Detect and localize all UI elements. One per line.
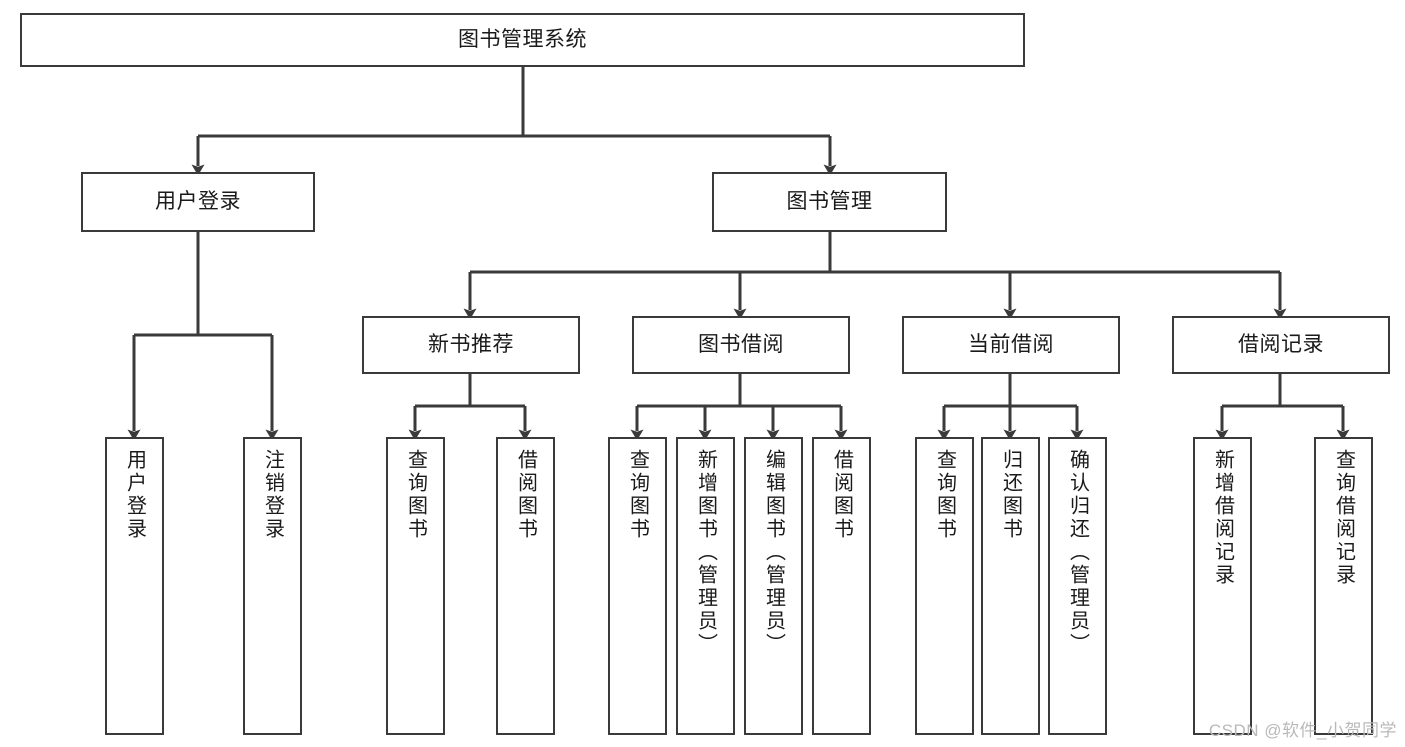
node-leaf-user-login[interactable]: 用户登录 [105,437,164,735]
node-leaf-return-book[interactable]: 归还图书 [981,437,1040,735]
node-label: 新增图书（管理员） [694,449,717,656]
node-label: 新书推荐 [428,332,514,356]
node-label: 新增借阅记录 [1211,449,1234,587]
node-leaf-query-record[interactable]: 查询借阅记录 [1314,437,1373,735]
node-current-borrow[interactable]: 当前借阅 [902,316,1120,374]
node-label: 注销登录 [261,449,284,541]
node-book-manage[interactable]: 图书管理 [712,172,947,232]
node-leaf-logout-login[interactable]: 注销登录 [243,437,302,735]
node-label: 归还图书 [999,449,1022,541]
node-leaf-add-book[interactable]: 新增图书（管理员） [676,437,735,735]
node-label: 借阅记录 [1238,332,1324,356]
node-leaf-query-book-3[interactable]: 查询图书 [915,437,974,735]
node-new-book-recommend[interactable]: 新书推荐 [362,316,580,374]
csdn-watermark: CSDN @软件_小贺同学 [1208,721,1397,740]
node-label: 借阅图书 [514,449,537,541]
node-label: 确认归还（管理员） [1066,449,1089,656]
node-user-login[interactable]: 用户登录 [81,172,315,232]
node-label: 用户登录 [123,449,146,541]
node-leaf-query-book-1[interactable]: 查询图书 [386,437,445,735]
node-label: 查询借阅记录 [1332,449,1355,587]
node-leaf-borrow-book-1[interactable]: 借阅图书 [496,437,555,735]
node-leaf-confirm-return[interactable]: 确认归还（管理员） [1048,437,1107,735]
node-book-borrow[interactable]: 图书借阅 [632,316,850,374]
node-label: 查询图书 [404,449,427,541]
node-label: 图书借阅 [698,332,784,356]
node-root-book-management-system[interactable]: 图书管理系统 [20,13,1025,67]
node-borrow-record[interactable]: 借阅记录 [1172,316,1390,374]
node-leaf-query-book-2[interactable]: 查询图书 [608,437,667,735]
node-leaf-borrow-book-2[interactable]: 借阅图书 [812,437,871,735]
node-label: 查询图书 [626,449,649,541]
node-leaf-edit-book[interactable]: 编辑图书（管理员） [744,437,803,735]
node-leaf-add-record[interactable]: 新增借阅记录 [1193,437,1252,735]
node-label: 编辑图书（管理员） [762,449,785,656]
node-label: 当前借阅 [968,332,1054,356]
node-label: 借阅图书 [830,449,853,541]
node-label: 图书管理 [786,189,873,213]
node-label: 用户登录 [155,189,241,213]
node-label: 查询图书 [933,449,956,541]
node-label: 图书管理系统 [458,27,587,51]
